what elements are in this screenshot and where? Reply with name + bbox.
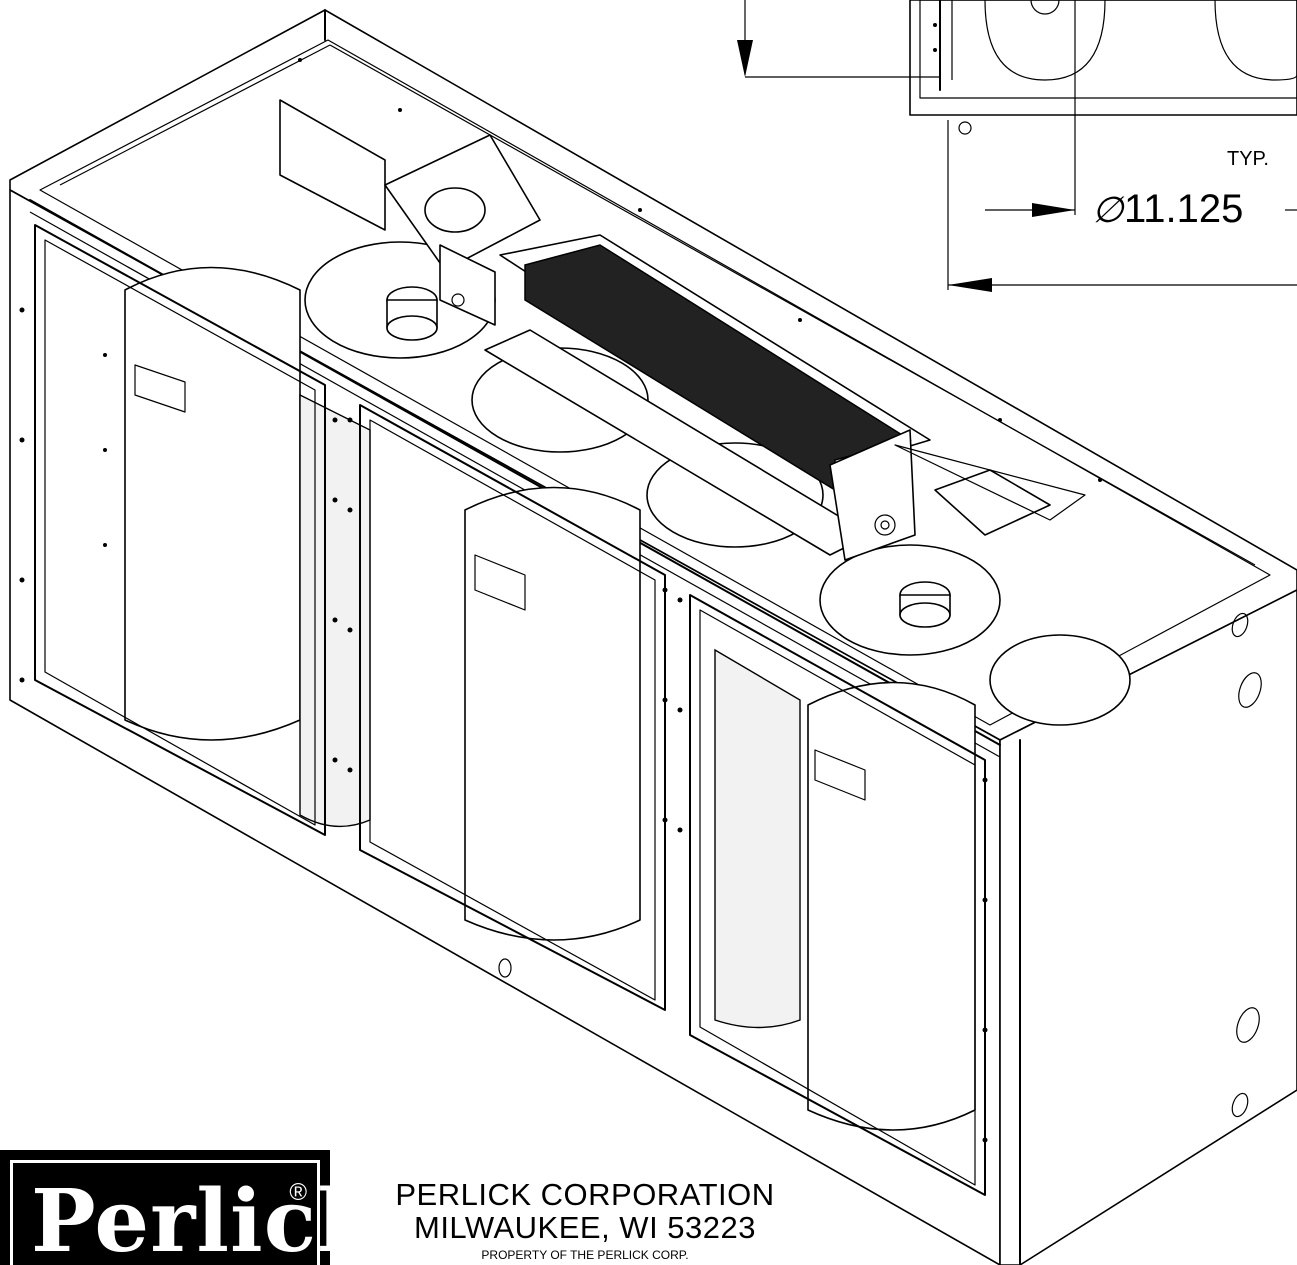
dimension-diameter-value: 11.125	[1124, 187, 1243, 231]
registered-mark: ®	[289, 1179, 307, 1206]
keg-body-mid	[464, 486, 641, 941]
company-name: PERLICK CORPORATION	[395, 1177, 775, 1212]
side-holes	[498, 612, 1262, 1118]
keg-body-right	[807, 681, 976, 1131]
cooling-unit	[279, 99, 1086, 561]
keg-top-4	[819, 544, 1001, 656]
logo-wordmark: Perlick	[31, 1171, 330, 1265]
dimension-typ-label: TYP.	[1227, 148, 1269, 170]
dimensions: TYP. ∅ 11.125	[737, 0, 1297, 292]
perlick-logo: Perlick ®	[0, 1150, 330, 1265]
fastener-dots	[19, 58, 1102, 1143]
inset-top-view	[909, 0, 1297, 135]
title-block: PERLICK CORPORATION MILWAUKEE, WI 53223 …	[340, 1178, 830, 1262]
company-city: MILWAUKEE, WI 53223	[414, 1210, 756, 1245]
door-frames	[34, 224, 986, 1196]
diameter-symbol: ∅	[1092, 189, 1125, 230]
keg-body-left	[124, 266, 301, 741]
logo-frame: Perlick ®	[10, 1160, 330, 1265]
keg-top-5	[989, 634, 1131, 726]
property-note: PROPERTY OF THE PERLICK CORP.	[481, 1248, 689, 1262]
